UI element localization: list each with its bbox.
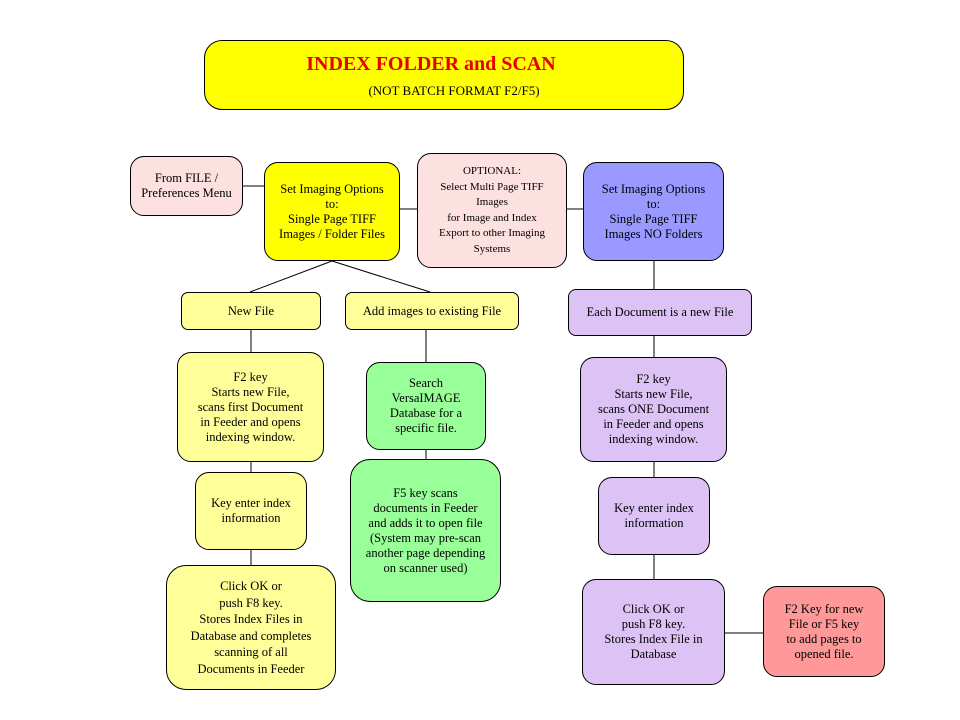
node-add-images-existing-label: Add images to existing File xyxy=(362,303,502,318)
node-set-imaging-no-folders: Set Imaging Options to: Single Page TIFF… xyxy=(583,162,724,261)
node-f5-scan-label: F5 key scans documents in Feeder and add… xyxy=(365,485,486,575)
diagram-title: INDEX FOLDER and SCAN xyxy=(306,52,556,75)
node-optional-multipage: OPTIONAL: Select Multi Page TIFF Images … xyxy=(417,153,567,268)
node-from-file-menu-label: From FILE / Preferences Menu xyxy=(141,171,232,200)
node-f5-scan: F5 key scans documents in Feeder and add… xyxy=(350,459,501,602)
diagram-subtitle: (NOT BATCH FORMAT F2/F5) xyxy=(368,82,540,98)
node-key-enter-right-label: Key enter index information xyxy=(614,501,694,530)
node-f2-f5-add-pages: F2 Key for new File or F5 key to add pag… xyxy=(763,586,885,677)
node-f2-f5-add-pages-label: F2 Key for new File or F5 key to add pag… xyxy=(784,601,864,661)
node-key-enter-left-label: Key enter index information xyxy=(211,496,291,525)
node-add-images-existing: Add images to existing File xyxy=(345,292,519,330)
node-set-imaging-folder-label: Set Imaging Options to: Single Page TIFF… xyxy=(279,181,385,241)
node-key-enter-right: Key enter index information xyxy=(598,477,710,555)
node-f2-new-file-right-label: F2 key Starts new File, scans ONE Docume… xyxy=(597,372,710,446)
node-each-document-new-file: Each Document is a new File xyxy=(568,289,752,336)
node-click-ok-left-label: Click OK or push F8 key. Stores Index Fi… xyxy=(190,579,312,676)
title-box: INDEX FOLDER and SCAN (NOT BATCH FORMAT … xyxy=(204,40,684,110)
node-f2-new-file-right: F2 key Starts new File, scans ONE Docume… xyxy=(580,357,727,462)
node-search-versaimage: Search VersaIMAGE Database for a specifi… xyxy=(366,362,486,450)
connector-folder-to-addimages xyxy=(331,260,431,293)
node-new-file-label: New File xyxy=(227,303,275,318)
node-each-document-new-file-label: Each Document is a new File xyxy=(586,305,734,319)
node-search-versaimage-label: Search VersaIMAGE Database for a specifi… xyxy=(389,376,463,435)
node-click-ok-right: Click OK or push F8 key. Stores Index Fi… xyxy=(582,579,725,685)
node-from-file-menu: From FILE / Preferences Menu xyxy=(130,156,243,216)
connector-folder-to-newfile xyxy=(249,260,333,293)
node-new-file: New File xyxy=(181,292,321,330)
node-click-ok-right-label: Click OK or push F8 key. Stores Index Fi… xyxy=(604,602,703,661)
node-key-enter-left: Key enter index information xyxy=(195,472,307,550)
node-optional-multipage-label: OPTIONAL: Select Multi Page TIFF Images … xyxy=(438,165,545,255)
node-set-imaging-no-folders-label: Set Imaging Options to: Single Page TIFF… xyxy=(601,181,706,241)
node-f2-new-file-left-label: F2 key Starts new File, scans first Docu… xyxy=(197,369,304,444)
node-set-imaging-folder: Set Imaging Options to: Single Page TIFF… xyxy=(264,162,400,261)
node-click-ok-left: Click OK or push F8 key. Stores Index Fi… xyxy=(166,565,336,690)
node-f2-new-file-left: F2 key Starts new File, scans first Docu… xyxy=(177,352,324,462)
